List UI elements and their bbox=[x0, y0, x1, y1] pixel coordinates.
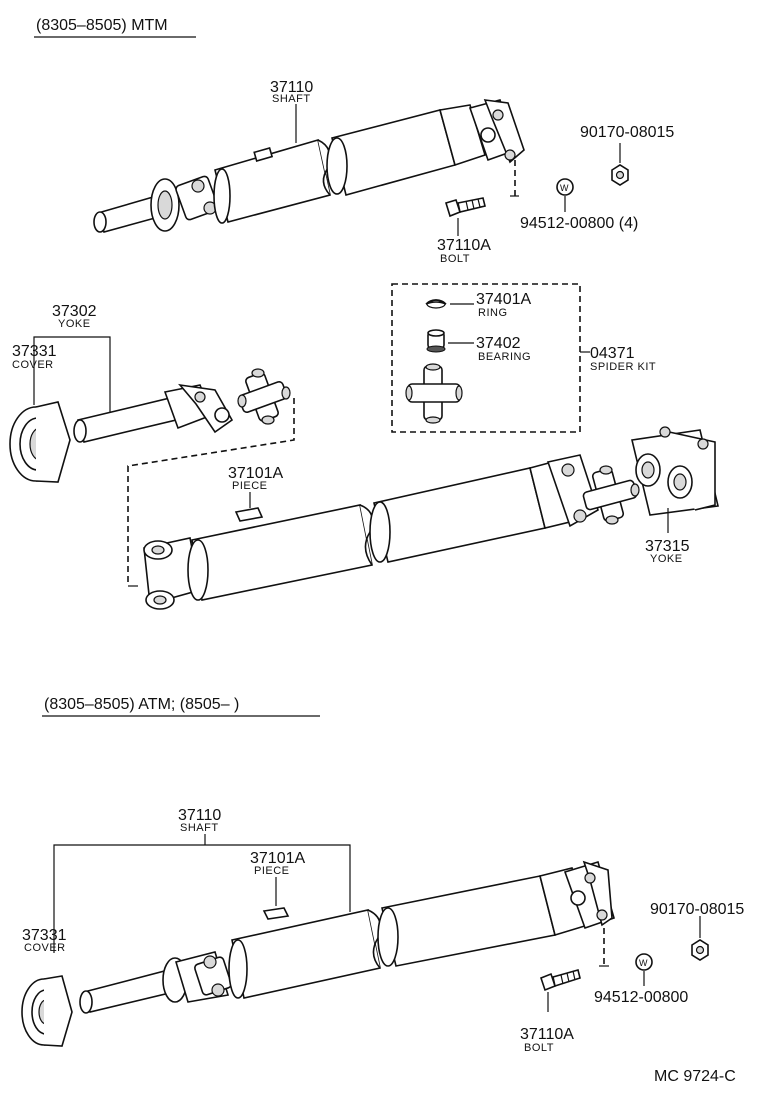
top-washer-icon: W bbox=[556, 178, 574, 196]
bearing-label: BEARING bbox=[478, 351, 531, 363]
middle-piece-number: 37101A bbox=[228, 465, 283, 482]
bottom-cover-label: COVER bbox=[24, 942, 66, 954]
flange-yoke-number: 37315 bbox=[645, 538, 690, 555]
spider-kit-number: 04371 bbox=[590, 345, 635, 362]
sleeve-yoke bbox=[73, 383, 234, 443]
bearing-icon bbox=[426, 329, 446, 353]
top-propeller-shaft bbox=[93, 99, 525, 233]
bottom-piece-number: 37101A bbox=[250, 850, 305, 867]
bottom-nut-icon bbox=[691, 939, 709, 961]
flange-yoke bbox=[631, 426, 719, 516]
ring-label: RING bbox=[478, 307, 508, 319]
bottom-cover-number: 37331 bbox=[22, 927, 67, 944]
bottom-bolt-icon bbox=[540, 969, 581, 992]
top-bolt-number: 37110A bbox=[437, 237, 491, 254]
middle-balance-piece bbox=[234, 507, 264, 522]
bottom-washer-icon: W bbox=[635, 953, 653, 971]
yoke-label: YOKE bbox=[58, 318, 91, 330]
yoke-number: 37302 bbox=[52, 303, 97, 320]
cover-label: COVER bbox=[12, 359, 54, 371]
figure-code: MC 9724-C bbox=[654, 1068, 736, 1085]
top-bolt-label: BOLT bbox=[440, 253, 470, 265]
bottom-section-header: (8305–8505) ATM; (8505– ) bbox=[44, 696, 239, 713]
top-nut-number: 90170-08015 bbox=[580, 124, 674, 141]
top-shaft-label: SHAFT bbox=[272, 93, 311, 105]
top-washer-number: 94512-00800 (4) bbox=[520, 215, 638, 232]
spider-dashline bbox=[127, 398, 295, 586]
middle-piece-label: PIECE bbox=[232, 480, 268, 492]
kit-spider-icon bbox=[405, 363, 463, 424]
yoke-cover-bracket bbox=[33, 336, 111, 418]
svg-text:W: W bbox=[639, 958, 648, 968]
bottom-bolt-number: 37110A bbox=[520, 1026, 574, 1043]
bearing-number: 37402 bbox=[476, 335, 521, 352]
bottom-balance-piece bbox=[262, 907, 290, 920]
top-shaft-number: 37110 bbox=[270, 79, 313, 96]
bottom-piece-label: PIECE bbox=[254, 865, 290, 877]
bottom-shaft-number: 37110 bbox=[178, 807, 221, 824]
bottom-shaft-bracket bbox=[53, 844, 351, 953]
svg-text:W: W bbox=[560, 183, 569, 193]
bottom-washer-number: 94512-00800 bbox=[594, 989, 688, 1006]
bottom-bolt-label: BOLT bbox=[524, 1042, 554, 1054]
bottom-shaft-label: SHAFT bbox=[180, 822, 219, 834]
spider-icon bbox=[237, 368, 291, 425]
bottom-cover-dust-seal bbox=[21, 975, 73, 1047]
middle-propeller-shaft bbox=[143, 454, 640, 610]
spider-kit-label: SPIDER KIT bbox=[590, 361, 656, 373]
top-nut-icon bbox=[611, 164, 629, 186]
bottom-propeller-shaft bbox=[79, 860, 615, 1014]
spider-kit-box bbox=[391, 283, 581, 433]
bottom-nut-number: 90170-08015 bbox=[650, 901, 744, 918]
ring-number: 37401A bbox=[476, 291, 531, 308]
cover-dust-seal bbox=[9, 401, 71, 483]
flange-yoke-label: YOKE bbox=[650, 553, 683, 565]
ring-icon bbox=[425, 299, 447, 309]
top-bolt-icon bbox=[444, 197, 486, 218]
top-section-header: (8305–8505) MTM bbox=[36, 17, 168, 34]
